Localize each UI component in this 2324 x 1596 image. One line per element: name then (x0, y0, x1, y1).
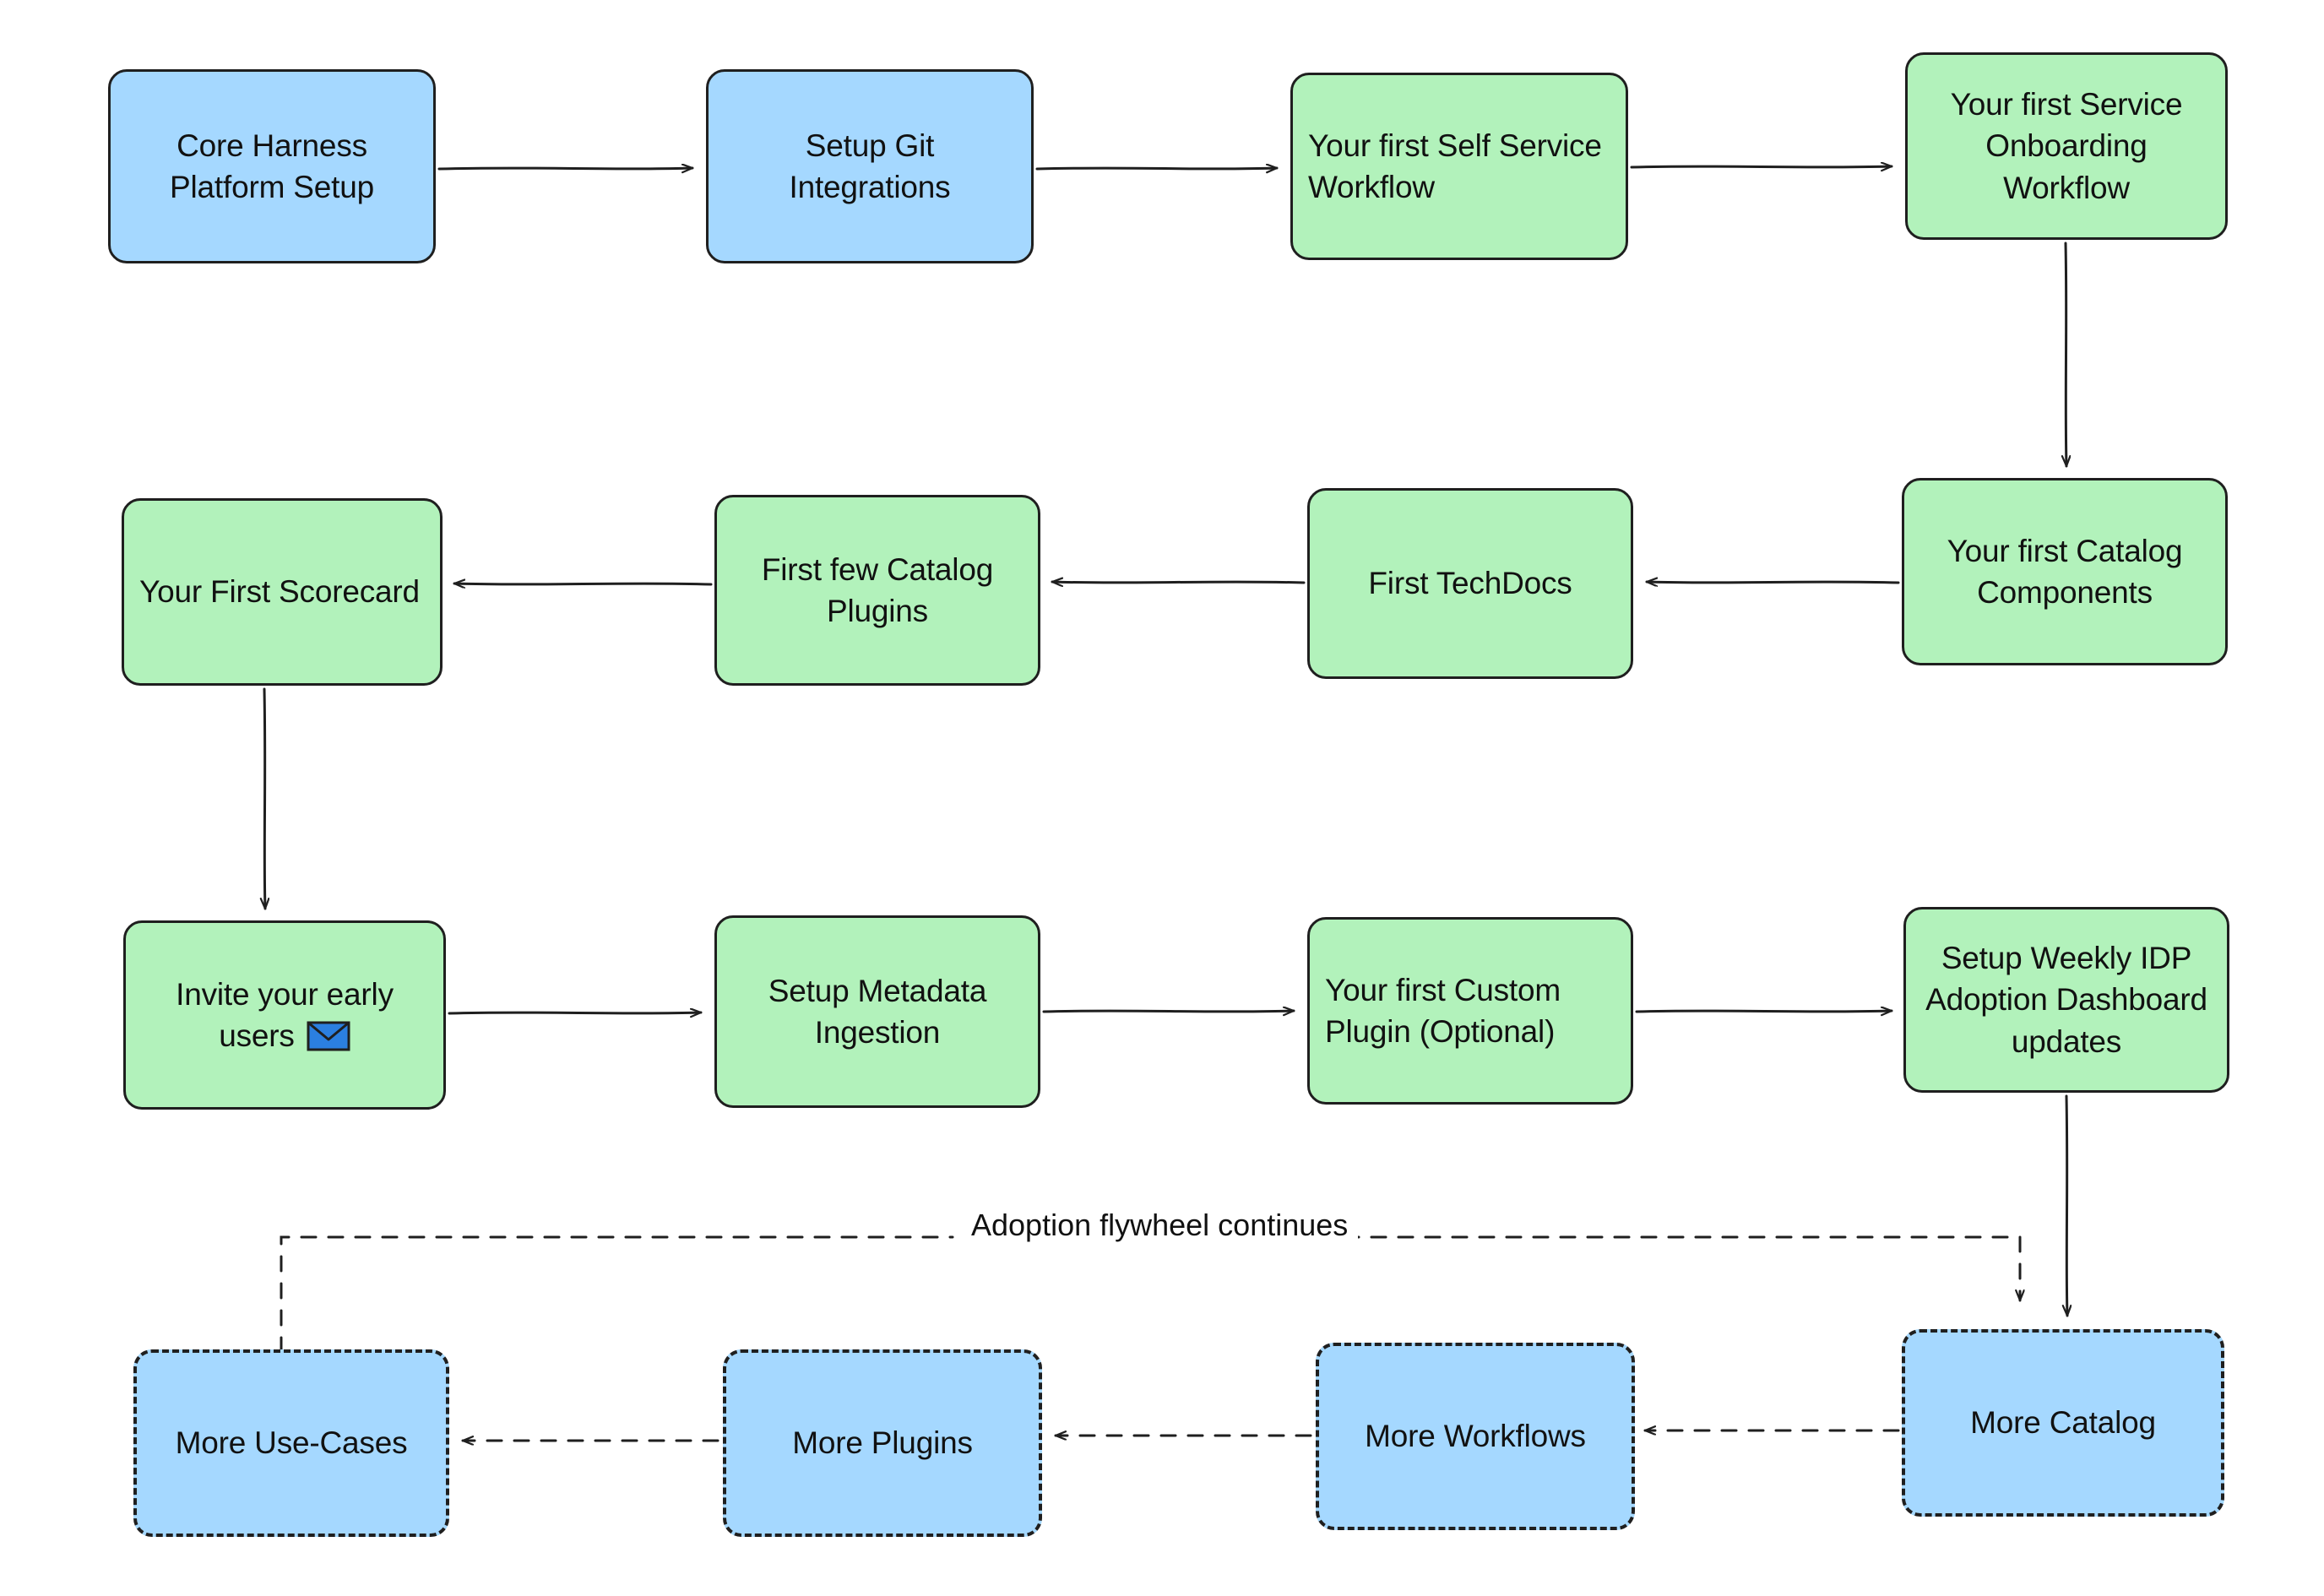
node-your-first-self-service-workflow[interactable]: Your first Self Service Workflow (1290, 73, 1628, 260)
envelope-icon (307, 1020, 350, 1051)
node-more-plugins[interactable]: More Plugins (723, 1349, 1042, 1537)
node-label-line: Adoption Dashboard (1925, 982, 2207, 1018)
node-invite-your-early-users[interactable]: Invite your early users (123, 920, 446, 1110)
node-label-line: First few Catalog (761, 551, 994, 587)
node-label-line: Your first Catalog (1947, 533, 2183, 568)
edge-selfservice-to-onboarding (1630, 166, 1893, 167)
node-label-line: Setup Git (805, 128, 935, 163)
node-label-line: More Workflows (1365, 1419, 1586, 1454)
node-label-line: Integrations (789, 170, 951, 204)
edge-invite-to-metadata (448, 1012, 703, 1013)
edge-metadata-to-customplugin (1042, 1011, 1295, 1012)
node-your-first-scorecard[interactable]: Your First Scorecard (122, 498, 443, 686)
node-label-line: First TechDocs (1368, 566, 1572, 601)
node-label-line: updates (2011, 1023, 2122, 1059)
node-label-text: users (219, 1018, 295, 1053)
node-setup-metadata-ingestion[interactable]: Setup Metadata Ingestion (714, 915, 1040, 1108)
edge-scorecard-to-invite (264, 687, 265, 910)
node-label-line: Your first Custom (1325, 972, 1561, 1007)
node-more-use-cases[interactable]: More Use-Cases (133, 1349, 449, 1537)
edge-techdocs-to-catalogplugins (1051, 582, 1306, 583)
node-label-line: Your first Service (1950, 87, 2183, 122)
node-first-few-catalog-plugins[interactable]: First few Catalog Plugins (714, 495, 1040, 686)
node-label-line: More Use-Cases (175, 1425, 408, 1461)
node-label-line: Core Harness (176, 128, 367, 163)
edge-catalogcomponents-to-techdocs (1645, 582, 1900, 583)
edge-customplugin-to-weeklyidp (1635, 1011, 1893, 1012)
node-label-line: Your first Self Service (1308, 128, 1602, 163)
node-your-first-catalog-components[interactable]: Your first Catalog Components (1902, 478, 2228, 665)
node-label-line: Setup Weekly IDP (1941, 941, 2192, 976)
node-core-harness-platform-setup[interactable]: Core Harness Platform Setup (108, 69, 436, 263)
node-label-line: Platform Setup (170, 170, 374, 204)
node-label-line: More Plugins (792, 1425, 973, 1461)
node-label-line: Plugin (Optional) (1325, 1014, 1556, 1049)
node-more-catalog[interactable]: More Catalog (1902, 1329, 2224, 1517)
edge-flywheel-right-segment (1316, 1235, 2020, 1302)
node-label-line: users (176, 1015, 394, 1056)
node-label-line: Components (1977, 575, 2153, 610)
node-your-first-service-onboarding-workflow[interactable]: Your first Service Onboarding Workflow (1905, 52, 2228, 240)
node-label-line: Workflow (2003, 170, 2130, 205)
node-label-line: Workflow (1308, 170, 1435, 204)
node-more-workflows[interactable]: More Workflows (1316, 1343, 1635, 1530)
edge-label-adoption-flywheel-continues: Adoption flywheel continues (961, 1208, 1359, 1243)
node-your-first-custom-plugin-optional[interactable]: Your first Custom Plugin (Optional) (1307, 917, 1633, 1105)
node-label-line: More Catalog (1970, 1405, 2156, 1441)
edge-weeklyidp-to-morecatalog (2066, 1094, 2067, 1317)
node-setup-git-integrations[interactable]: Setup Git Integrations (706, 69, 1034, 263)
node-label-line: Ingestion (814, 1015, 941, 1050)
node-first-techdocs[interactable]: First TechDocs (1307, 488, 1633, 679)
edge-core-to-git (437, 168, 694, 169)
node-label-line: Invite your early (176, 976, 394, 1012)
node-label-line: Plugins (827, 594, 928, 628)
edge-git-to-selfservice (1035, 168, 1279, 169)
node-label-line: Your First Scorecard (139, 574, 420, 610)
node-label-line: Setup Metadata (768, 973, 987, 1008)
node-setup-weekly-idp-adoption-dashboard-updates[interactable]: Setup Weekly IDP Adoption Dashboard upda… (1903, 907, 2229, 1093)
node-label-line: Onboarding (1985, 128, 2148, 164)
